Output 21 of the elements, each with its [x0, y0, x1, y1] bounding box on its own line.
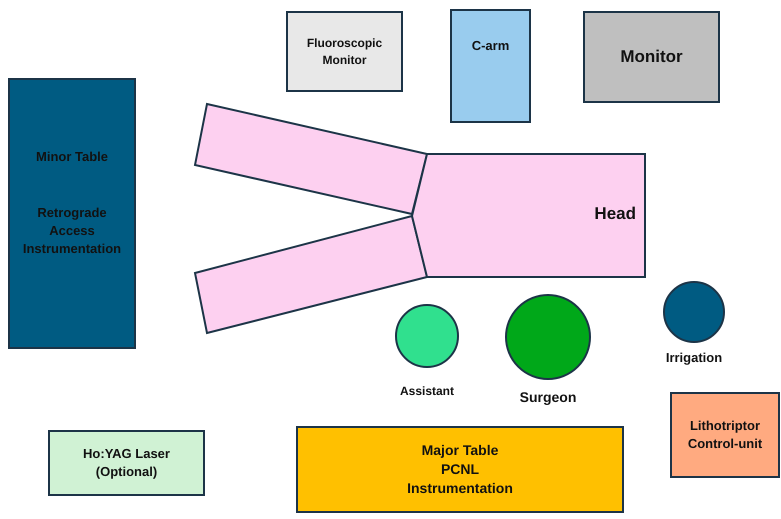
node-label: Fluoroscopic Monitor — [306, 35, 384, 68]
node-label: Minor Table — [36, 148, 108, 166]
equipment-box — [670, 392, 780, 478]
position-label: Surgeon — [520, 389, 576, 405]
equipment-box — [450, 9, 531, 123]
leg-shape — [194, 214, 428, 334]
equipment-box — [296, 426, 624, 513]
equipment-box — [286, 11, 403, 92]
equipment-box — [8, 78, 136, 349]
node-label: Lithotriptor Control-unit — [686, 417, 764, 453]
node-label: C-arm — [472, 37, 510, 55]
equipment-box — [48, 430, 205, 496]
node-label: Major Table PCNL Instrumentation — [407, 441, 513, 498]
position-label: Irrigation — [666, 350, 722, 365]
position-label: Assistant — [400, 384, 454, 398]
equipment-box — [583, 11, 720, 103]
node-label: Monitor — [620, 46, 683, 68]
node-label: Head — [594, 204, 636, 224]
node-label: Retrograde Access Instrumentation — [22, 204, 122, 258]
node-label: Ho:YAG Laser (Optional) — [82, 445, 171, 481]
leg-shape — [194, 102, 428, 216]
